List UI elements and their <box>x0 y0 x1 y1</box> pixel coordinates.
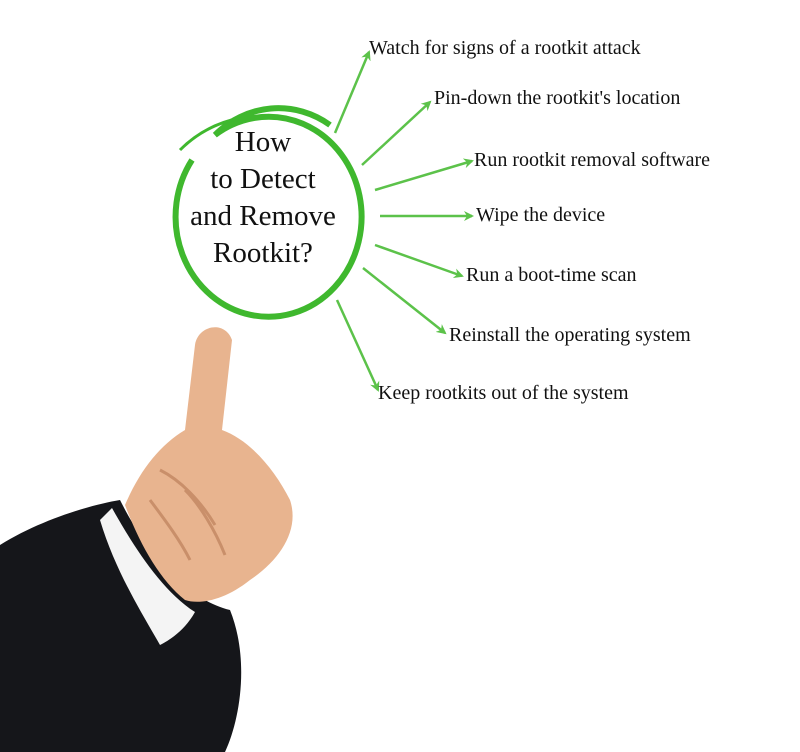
step-label: Run a boot-time scan <box>466 264 637 286</box>
arrow-5 <box>374 243 464 279</box>
title-line: Rootkit? <box>213 237 313 269</box>
title-line: and Remove <box>190 200 336 232</box>
arrow-1 <box>333 50 371 134</box>
step-label: Keep rootkits out of the system <box>378 382 629 404</box>
step-label: Watch for signs of a rootkit attack <box>369 37 641 59</box>
center-title: How to Detect and Remove Rootkit? <box>170 124 356 272</box>
arrow-7 <box>335 299 380 392</box>
title-line: to Detect <box>210 163 316 195</box>
arrow-3 <box>374 158 474 192</box>
step-label: Reinstall the operating system <box>449 324 691 346</box>
pointing-hand-image <box>0 327 293 752</box>
step-label: Wipe the device <box>476 204 606 226</box>
step-label: Pin-down the rootkit's location <box>434 87 681 109</box>
title-line: How <box>234 126 292 158</box>
arrows <box>333 50 474 392</box>
center-circle <box>172 105 365 320</box>
arrow-2 <box>361 100 432 166</box>
step-label: Run rootkit removal software <box>474 149 711 171</box>
arrow-6 <box>362 267 447 335</box>
